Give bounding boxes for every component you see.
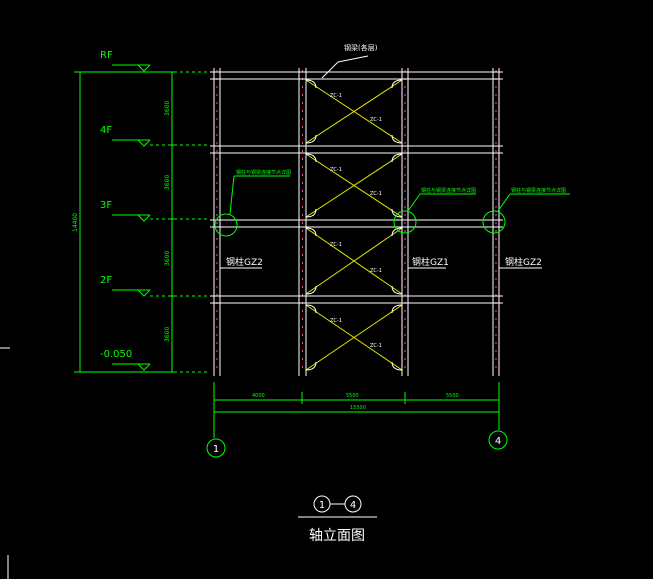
detail-callout: 钢柱与钢梁连接节点详图 bbox=[421, 187, 476, 194]
axis-bubble-4 bbox=[488, 430, 508, 450]
brace-label: ZC-1 bbox=[330, 242, 342, 248]
brace-label: ZC-1 bbox=[370, 343, 382, 349]
level-label-ground: -0.050 bbox=[100, 349, 132, 360]
brace-label: ZC-1 bbox=[330, 318, 342, 324]
beam-leader bbox=[337, 55, 369, 63]
brace-label: ZC-1 bbox=[370, 117, 382, 123]
steel-beams bbox=[210, 71, 503, 304]
level-label-rf: RF bbox=[100, 50, 113, 61]
level-label-4f: 4F bbox=[100, 125, 112, 136]
span-dim: 5500 bbox=[346, 393, 359, 399]
axis-label-4: 4 bbox=[495, 436, 501, 447]
detail-callout: 钢柱与钢梁连接节点详图 bbox=[236, 169, 291, 176]
column-callout: 钢柱GZ2 bbox=[505, 256, 542, 268]
column-callout: 钢柱GZ1 bbox=[412, 256, 449, 268]
cross-braces bbox=[305, 79, 403, 371]
total-span-dim: 15500 bbox=[350, 405, 366, 411]
column-callout: 钢柱GZ2 bbox=[226, 256, 263, 268]
total-height-dim: 14400 bbox=[72, 213, 79, 232]
beam-leader bbox=[321, 61, 339, 79]
steel-columns bbox=[213, 68, 500, 376]
vertical-dimensions bbox=[74, 71, 176, 373]
story-dim: 3600 bbox=[164, 101, 171, 116]
story-dim: 3600 bbox=[164, 251, 171, 266]
gusset-plates bbox=[305, 79, 403, 371]
axis-label-1: 1 bbox=[213, 444, 219, 455]
title-ref-right: 4 bbox=[350, 500, 356, 511]
title-ref-left: 1 bbox=[319, 500, 325, 511]
beam-callout: 钢梁(各层) bbox=[344, 43, 378, 52]
brace-label: ZC-1 bbox=[370, 268, 382, 274]
title-ref bbox=[298, 495, 377, 518]
level-label-2f: 2F bbox=[100, 275, 112, 286]
detail-circles bbox=[214, 175, 570, 237]
brace-label: ZC-1 bbox=[370, 191, 382, 197]
column-marks bbox=[216, 70, 497, 374]
brace-label: ZC-1 bbox=[330, 93, 342, 99]
level-markers bbox=[112, 64, 210, 373]
story-dim: 3600 bbox=[164, 175, 171, 190]
span-dim: 5500 bbox=[446, 393, 459, 399]
title-caption: 轴立面图 bbox=[309, 528, 365, 544]
axis-bubble-1 bbox=[206, 438, 226, 458]
horizontal-dimensions bbox=[213, 382, 500, 438]
story-dim: 3600 bbox=[164, 327, 171, 342]
detail-callout: 钢柱与钢梁连接节点详图 bbox=[511, 187, 566, 194]
span-dim: 4000 bbox=[252, 393, 265, 399]
brace-label: ZC-1 bbox=[330, 167, 342, 173]
level-label-3f: 3F bbox=[100, 200, 112, 211]
